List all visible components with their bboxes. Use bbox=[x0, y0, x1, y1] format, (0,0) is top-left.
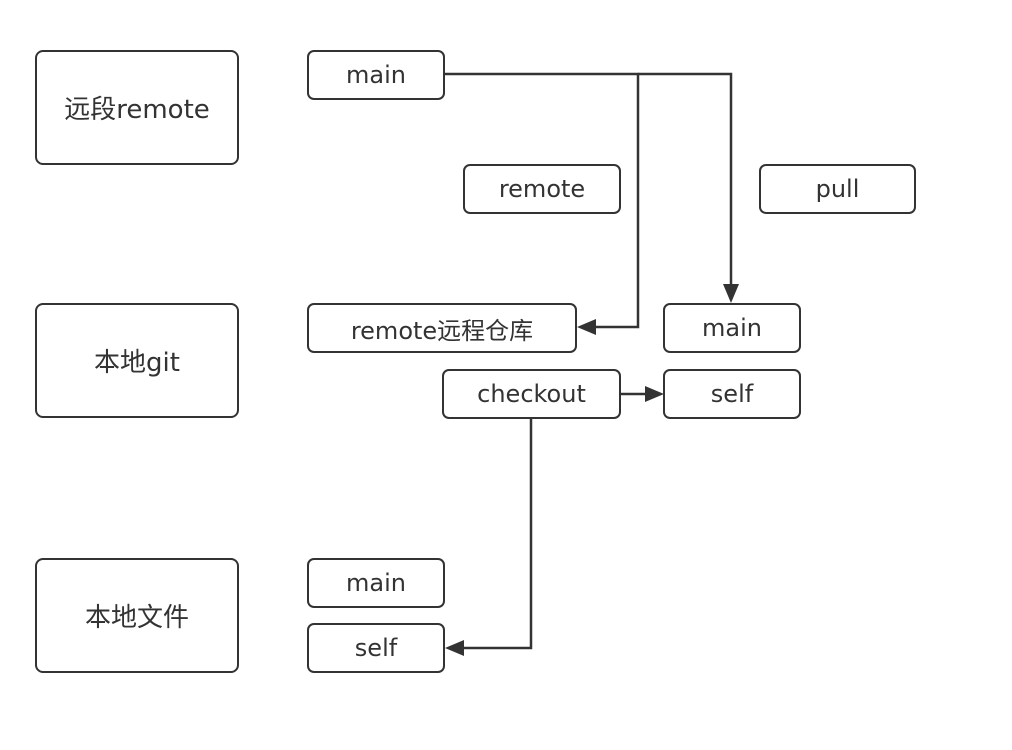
node-remote-label: remote bbox=[463, 164, 621, 214]
arrowhead-file-self bbox=[445, 640, 464, 656]
node-file-self: self bbox=[307, 623, 445, 673]
node-remote-main: main bbox=[307, 50, 445, 100]
arrowhead-local-main bbox=[723, 284, 739, 303]
node-remote-repo: remote远程仓库 bbox=[307, 303, 577, 353]
arrow-main-to-local-main bbox=[638, 72, 733, 284]
node-checkout: checkout bbox=[442, 369, 621, 419]
arrowhead-self bbox=[645, 386, 664, 402]
node-file-main: main bbox=[307, 558, 445, 608]
node-local-self: self bbox=[663, 369, 801, 419]
arrow-main-to-remote-repo bbox=[444, 72, 640, 329]
layer-local-files: 本地文件 bbox=[35, 558, 239, 673]
arrowhead-remote-repo bbox=[577, 319, 596, 335]
node-local-main: main bbox=[663, 303, 801, 353]
layer-local-git: 本地git bbox=[35, 303, 239, 418]
layer-remote: 远段remote bbox=[35, 50, 239, 165]
arrow-checkout-to-file-self bbox=[464, 418, 533, 650]
node-pull-label: pull bbox=[759, 164, 916, 214]
